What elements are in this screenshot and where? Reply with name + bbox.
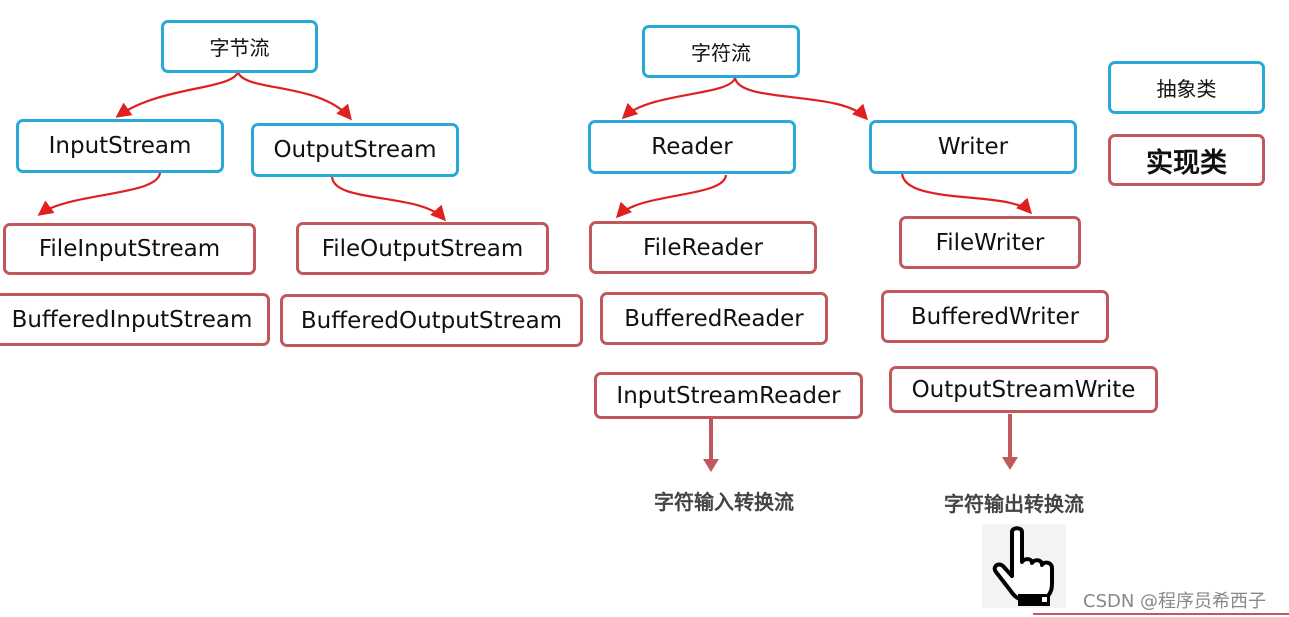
writer-box: Writer: [869, 120, 1077, 174]
outputstreamwrite-label: OutputStreamWrite: [911, 376, 1136, 403]
filereader-label: FileReader: [643, 234, 763, 261]
writer-label: Writer: [937, 134, 1009, 160]
reader-label: Reader: [651, 134, 733, 160]
char-stream-label: 字符流: [691, 41, 751, 65]
legend-abstract-label: 抽象类: [1156, 77, 1217, 101]
legend-abstract-box: 抽象类: [1108, 61, 1265, 114]
byte-stream-box: 字节流: [161, 20, 318, 73]
arrow-isr-to-note-head: [703, 459, 719, 472]
inputstream-box: InputStream: [16, 119, 224, 173]
pointing-hand-icon: [982, 524, 1066, 608]
arrow-bytestream-to-outputstream: [236, 71, 352, 121]
bufferedwriter-label: BufferedWriter: [910, 303, 1080, 330]
arrow-inputstream-to-fileinputstream: [37, 171, 162, 216]
arrow-outputstream-to-fileoutputstream: [330, 175, 447, 222]
arrow-bytestream-to-inputstream: [115, 71, 240, 118]
outputstream-label: OutputStream: [273, 137, 437, 163]
bufferedinputstream-label: BufferedInputStream: [11, 306, 253, 333]
arrow-osw-to-note-head: [1002, 457, 1018, 470]
inputstreamreader-box: InputStreamReader: [594, 372, 863, 419]
bufferedinputstream-box: BufferedInputStream: [0, 293, 270, 346]
watermark-underline: [1033, 613, 1289, 615]
outputstream-box: OutputStream: [251, 123, 459, 177]
arrow-charstream-to-reader: [621, 77, 737, 120]
arrow-writer-to-filewriter: [900, 172, 1033, 215]
inputstreamreader-label: InputStreamReader: [616, 382, 841, 409]
arrow-reader-to-filereader: [615, 174, 728, 219]
char-input-conversion-note: 字符输入转换流: [654, 490, 794, 514]
bufferedreader-label: BufferedReader: [624, 305, 804, 332]
watermark-text: CSDN @程序员希西子: [1083, 591, 1267, 612]
inputstream-label: InputStream: [48, 133, 192, 159]
outputstreamwrite-box: OutputStreamWrite: [889, 366, 1158, 413]
reader-box: Reader: [588, 120, 796, 174]
legend-impl-box: 实现类: [1108, 134, 1265, 186]
filewriter-label: FileWriter: [935, 229, 1045, 256]
filereader-box: FileReader: [589, 221, 817, 274]
fileinputstream-box: FileInputStream: [3, 223, 256, 275]
char-output-conversion-note: 字符输出转换流: [944, 492, 1084, 516]
legend-impl-label: 实现类: [1146, 147, 1227, 179]
byte-stream-label: 字节流: [209, 36, 270, 60]
bufferedoutputstream-box: BufferedOutputStream: [280, 294, 583, 347]
char-stream-box: 字符流: [642, 25, 800, 78]
bufferedreader-box: BufferedReader: [600, 292, 828, 345]
bufferedoutputstream-label: BufferedOutputStream: [300, 307, 563, 334]
bufferedwriter-box: BufferedWriter: [881, 290, 1109, 343]
filewriter-box: FileWriter: [899, 216, 1081, 269]
fileinputstream-label: FileInputStream: [38, 236, 221, 262]
fileoutputstream-label: FileOutputStream: [321, 235, 524, 262]
fileoutputstream-box: FileOutputStream: [296, 222, 549, 275]
arrow-charstream-to-writer: [733, 77, 869, 121]
